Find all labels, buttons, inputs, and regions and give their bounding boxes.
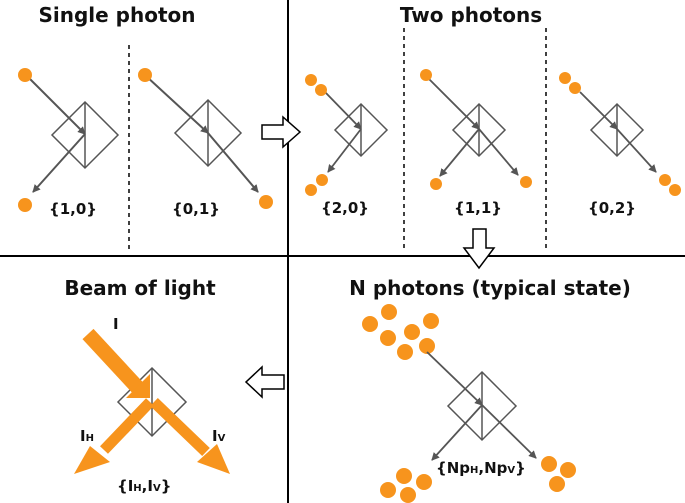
reflected-beam bbox=[100, 398, 154, 454]
photon-icon bbox=[520, 176, 532, 188]
v-intensity-label: IV bbox=[212, 427, 226, 445]
single-photon-transmitted: {0,1} bbox=[138, 68, 273, 218]
photon-icon bbox=[138, 68, 152, 82]
transmitted-beam-head bbox=[197, 444, 230, 474]
h-intensity-label: IH bbox=[80, 427, 94, 445]
state-label-2-0: {2,0} bbox=[321, 199, 369, 217]
state-label-1-1: {1,1} bbox=[454, 199, 502, 217]
photon-icon bbox=[659, 174, 671, 186]
transmitted-beam bbox=[150, 398, 210, 456]
photon-icon bbox=[397, 344, 413, 360]
photon-icon bbox=[560, 462, 576, 478]
photon-icon bbox=[541, 456, 557, 472]
photon-icon bbox=[305, 74, 317, 86]
photon-icon bbox=[430, 178, 442, 190]
photon-icon bbox=[669, 184, 681, 196]
state-label-0-1: {0,1} bbox=[172, 200, 220, 218]
photon-icon bbox=[305, 184, 317, 196]
arrow-right-icon bbox=[261, 115, 302, 149]
photon-icon bbox=[416, 474, 432, 490]
photon-icon bbox=[18, 198, 32, 212]
single-photon-reflected: {1,0} bbox=[18, 68, 120, 218]
state-label-0-2: {0,2} bbox=[588, 199, 636, 217]
two-photons-split: {1,1} bbox=[420, 69, 532, 217]
photon-icon bbox=[315, 84, 327, 96]
beam-of-light-panel: I IH IV {IH,IV} bbox=[74, 315, 230, 495]
photon-icon bbox=[380, 330, 396, 346]
photon-icon bbox=[404, 324, 420, 340]
photon-icon bbox=[420, 69, 432, 81]
n-photons-panel: {NpH,NpV} bbox=[362, 304, 576, 503]
photon-icon bbox=[316, 174, 328, 186]
state-label-1-0: {1,0} bbox=[49, 200, 97, 218]
two-photons-transmitted: {0,2} bbox=[559, 72, 681, 217]
beam-of-light-title: Beam of light bbox=[64, 276, 216, 300]
single-photon-title: Single photon bbox=[38, 3, 195, 27]
n-photons-state-label: {NpH,NpV} bbox=[436, 459, 526, 477]
photon-icon bbox=[419, 338, 435, 354]
photon-icon bbox=[559, 72, 571, 84]
two-photons-reflected: {2,0} bbox=[305, 74, 389, 217]
input-intensity-label: I bbox=[113, 315, 119, 333]
n-photons-title: N photons (typical state) bbox=[349, 276, 631, 300]
photon-icon bbox=[549, 476, 565, 492]
photon-icon bbox=[396, 468, 412, 484]
photon-icon bbox=[18, 68, 32, 82]
photon-icon bbox=[259, 195, 273, 209]
two-photons-title: Two photons bbox=[400, 3, 542, 27]
beam-state-label: {IH,IV} bbox=[117, 477, 171, 495]
photon-icon bbox=[362, 316, 378, 332]
input-beam bbox=[82, 328, 144, 394]
photon-icon bbox=[400, 487, 416, 503]
arrow-left-icon bbox=[244, 365, 285, 399]
photon-icon bbox=[569, 82, 581, 94]
photon-icon bbox=[380, 482, 396, 498]
photon-icon bbox=[423, 313, 439, 329]
arrow-down-icon bbox=[462, 228, 496, 270]
photon-icon bbox=[381, 304, 397, 320]
reflected-beam-head bbox=[74, 446, 110, 474]
beam-splitter-icon bbox=[116, 366, 188, 438]
